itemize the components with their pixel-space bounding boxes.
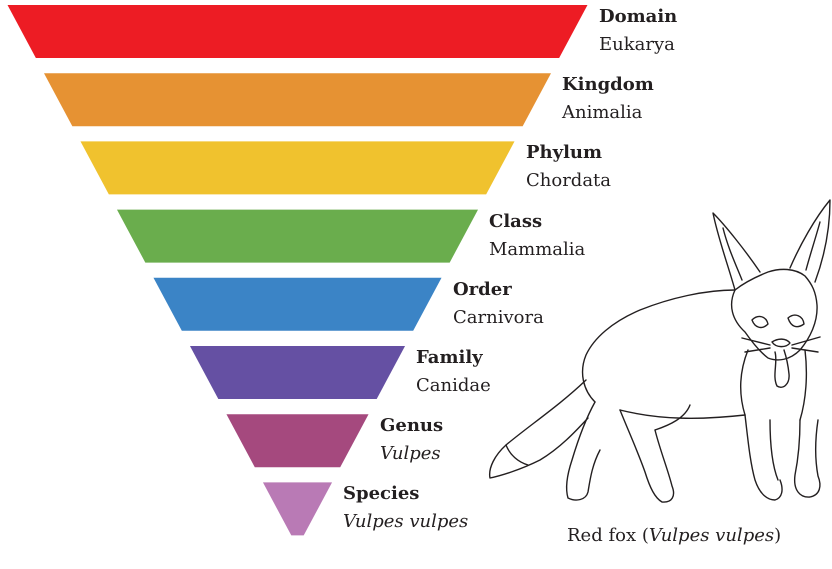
taxon-name: Animalia — [562, 99, 654, 127]
taxon-name: Chordata — [526, 167, 611, 195]
fox-caption: Red fox (Vulpes vulpes) — [567, 525, 781, 546]
taxon-name: Mammalia — [489, 236, 585, 264]
rank-name: Domain — [599, 3, 677, 31]
rank-name: Class — [489, 208, 585, 236]
rank-name: Kingdom — [562, 71, 654, 99]
caption-species: Vulpes vulpes — [649, 525, 774, 546]
rank-name: Genus — [380, 412, 443, 440]
caption-suffix: ) — [774, 525, 781, 546]
rank-name: Family — [416, 344, 491, 372]
rank-name: Order — [453, 276, 544, 304]
taxon-name: Vulpes — [380, 440, 443, 468]
taxon-name: Carnivora — [453, 304, 544, 332]
taxon-name: Eukarya — [599, 31, 677, 59]
taxon-name: Canidae — [416, 372, 491, 400]
taxon-name: Vulpes vulpes — [343, 508, 468, 536]
rank-name: Species — [343, 480, 468, 508]
rank-name: Phylum — [526, 139, 611, 167]
caption-prefix: Red fox ( — [567, 525, 649, 546]
